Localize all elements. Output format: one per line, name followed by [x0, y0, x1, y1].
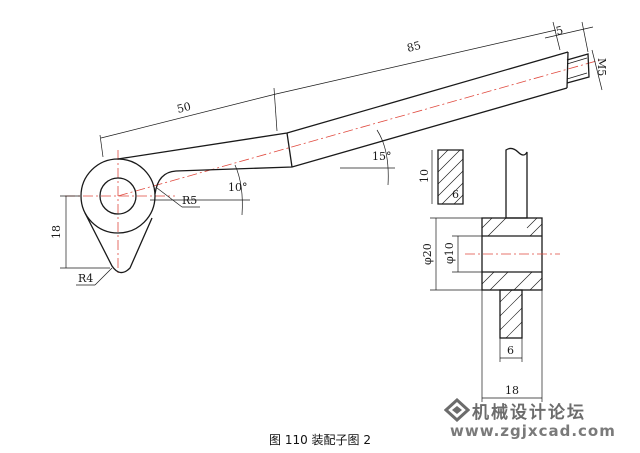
slot-outline	[437, 149, 464, 205]
threaded-end	[566, 53, 590, 84]
rib	[499, 289, 523, 339]
slot-hatch	[437, 149, 464, 205]
slot-dim-6-label: 6	[452, 188, 459, 201]
dim-m5-line	[591, 49, 603, 91]
site-watermark: 机械设计论坛 www.zgjxcad.com	[442, 398, 638, 446]
shaft-top	[505, 147, 528, 219]
angle-15-arc	[376, 129, 389, 186]
lever-view: 50 85 5 M5 15° 10° R5 18 R4	[50, 21, 608, 286]
lower-arm-outline	[84, 212, 153, 274]
bend-line	[286, 132, 293, 168]
dim-50-label: 50	[176, 100, 193, 116]
angle-10-arc	[234, 164, 243, 216]
phi20-label: φ20	[421, 243, 434, 265]
watermark-url: www.zgjxcad.com	[450, 422, 616, 440]
dim-18-left-label: 18	[50, 225, 63, 239]
thread-line	[566, 57, 588, 65]
dim-85-label: 85	[406, 39, 423, 55]
slot-section-view: 10 6	[418, 149, 464, 205]
phi10-label: φ10	[443, 242, 456, 264]
dim-5-ext	[581, 21, 589, 53]
r4-label: R4	[78, 272, 93, 285]
slot-dim-10-label: 10	[418, 169, 431, 183]
dim-50-ext-left	[99, 134, 104, 158]
hub-section-view: φ20 φ10 6 18	[421, 147, 560, 402]
angle-15-label: 15°	[372, 150, 392, 163]
watermark-title: 机械设计论坛	[472, 403, 586, 423]
lever-centerline	[117, 59, 601, 197]
r5-label: R5	[182, 194, 197, 207]
dim-85-ext-right	[552, 21, 561, 51]
total-dim-label: 18	[505, 384, 519, 397]
r4-leader	[94, 267, 113, 286]
rib-dim-label: 6	[507, 344, 514, 357]
dim-50-ext-right	[273, 87, 278, 132]
figure-caption: 图 110 装配子图 2	[269, 433, 371, 447]
dim-5-line	[544, 26, 594, 39]
dim-50-line	[100, 93, 277, 139]
hub-inner-circle	[99, 177, 137, 215]
lever-lower-edge	[154, 87, 568, 195]
hub-hatch	[481, 217, 543, 339]
r5-leader	[156, 187, 183, 208]
dim-5-label: 5	[555, 24, 565, 38]
angle-10-label: 10°	[228, 181, 248, 194]
dim-m5-label: M5	[595, 58, 608, 76]
watermark-logo-icon	[444, 398, 470, 422]
end-face	[566, 51, 569, 89]
dim-85-line	[275, 29, 557, 95]
thread-line-2	[566, 72, 588, 80]
